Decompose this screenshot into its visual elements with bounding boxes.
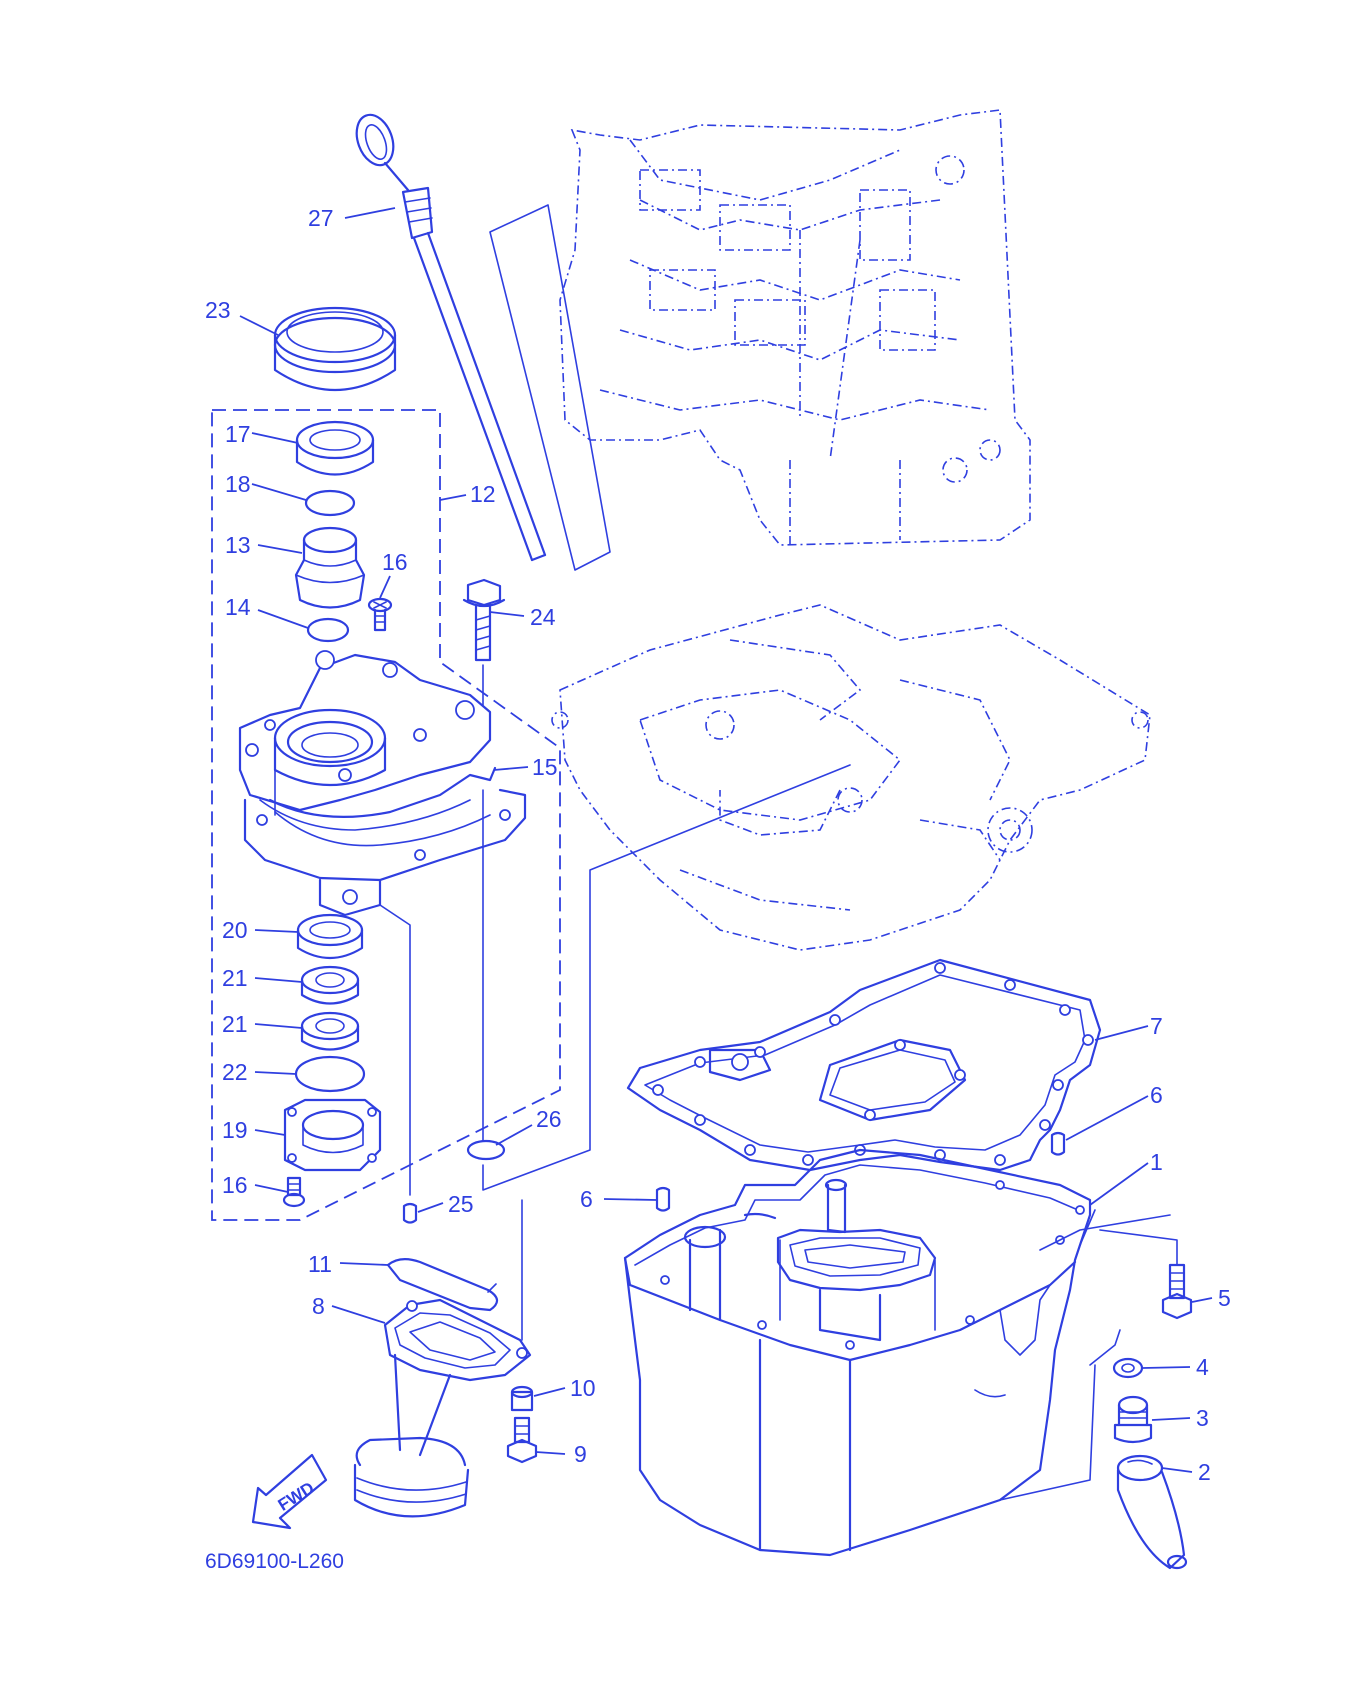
forward-arrow: FWD [251,1453,328,1530]
upper-casing-outline [551,604,1151,951]
oil-seal-21-lower [300,1011,360,1051]
gasket-15 [268,766,497,818]
oil-pump-body [238,650,527,917]
dowel-pin-6-left [655,1186,671,1212]
callout-21-upper: 21 [222,965,248,991]
callout-16-upper: 16 [382,549,408,575]
o-ring-22 [294,1055,366,1093]
diagram-code: 6D69100-L260 [205,1550,344,1573]
callout-labels: 27 23 17 18 12 13 16 14 24 15 20 21 21 2… [205,205,1231,1485]
bolt-5 [1099,1229,1193,1320]
drain-pipe-2 [1116,1454,1188,1570]
oil-pump-assembly-boundary [211,409,561,1221]
callout-4: 4 [1196,1354,1209,1380]
drain-guide-line [999,1329,1121,1501]
callout-27: 27 [308,205,334,231]
callout-13: 13 [225,532,251,558]
callout-22: 22 [222,1059,248,1085]
oil-seal-17 [295,420,375,476]
callout-6-left: 6 [580,1186,593,1212]
callout-11: 11 [308,1251,332,1277]
seal-housing-19 [283,1098,382,1172]
engine-block-outline [559,109,1031,546]
grommet-10 [510,1385,534,1412]
callout-leader-lines [239,207,1213,1473]
callout-19: 19 [222,1117,248,1143]
callout-2: 2 [1198,1459,1211,1485]
callout-5: 5 [1218,1285,1231,1311]
callout-20: 20 [222,917,248,943]
strainer-gasket-tab [487,1283,497,1293]
seal-ring [273,306,397,392]
oil-seal-20 [296,913,364,959]
callout-18: 18 [225,471,251,497]
callout-26: 26 [536,1106,562,1132]
o-ring-14 [306,617,350,643]
callout-7: 7 [1150,1013,1163,1039]
screw-16-upper [367,597,393,632]
o-ring-26 [466,1139,506,1161]
callout-8: 8 [312,1293,325,1319]
callout-6-right: 6 [1150,1082,1163,1108]
bolt-9 [506,1416,538,1464]
drain-plug-3 [1113,1395,1153,1444]
drain-gasket-4 [1112,1357,1144,1379]
screw-16-lower [282,1176,306,1208]
dowel-pin-6-right [1050,1131,1066,1156]
callout-15: 15 [532,754,558,780]
sleeve-13 [294,526,366,609]
fwd-label: FWD [275,1478,318,1515]
callout-25: 25 [448,1191,474,1217]
oil-pan-gasket [626,958,1102,1172]
dipstick-guide-tube [489,204,611,571]
callout-17: 17 [225,421,251,447]
strainer-gasket-11 [386,1258,499,1312]
assembly-guide-lines [379,764,851,1341]
callout-10: 10 [570,1375,596,1401]
o-ring-18 [304,489,356,517]
oil-strainer [353,1298,532,1518]
callout-12: 12 [470,481,496,507]
callout-16-lower: 16 [222,1172,248,1198]
callout-14: 14 [225,594,251,620]
callout-23: 23 [205,297,231,323]
callout-3: 3 [1196,1405,1209,1431]
bolt-24 [462,578,506,706]
oil-seal-21-upper [300,965,360,1005]
callout-24: 24 [530,604,556,630]
callout-1: 1 [1150,1149,1163,1175]
callout-21-lower: 21 [222,1011,248,1037]
callout-9: 9 [574,1441,587,1467]
oil-pan [623,1148,1171,1557]
dowel-pin-25 [402,1202,418,1224]
dipstick [355,113,547,562]
